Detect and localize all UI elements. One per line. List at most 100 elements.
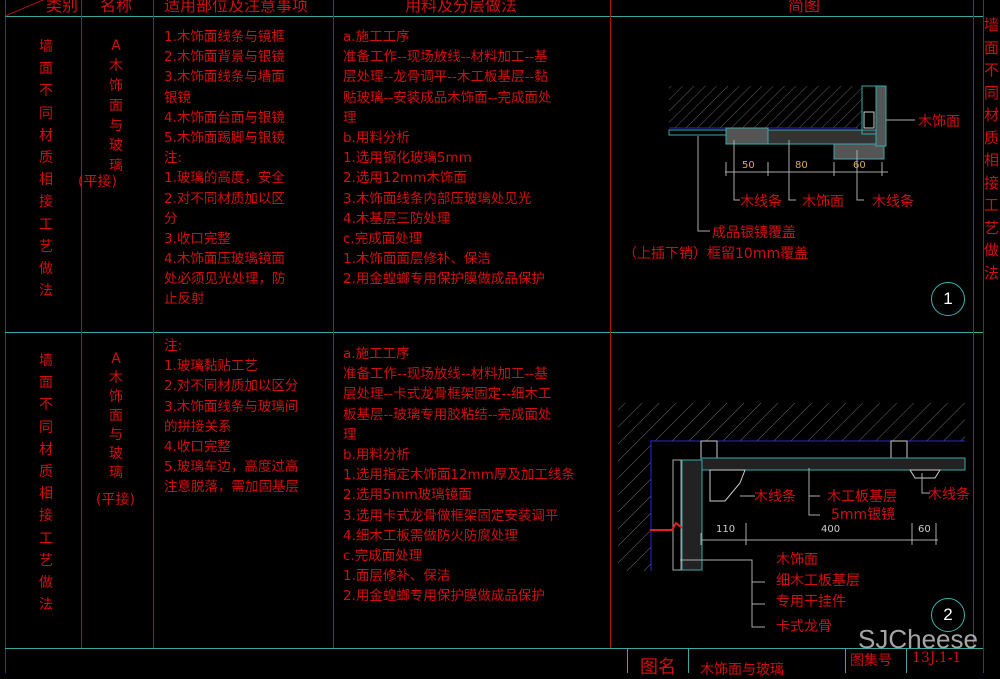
col-divider [81, 0, 82, 648]
title-block-divider [845, 648, 846, 673]
usage-line: 分 [164, 210, 178, 227]
method-line: 2.用金蝗螂专用保护膜做成品保护 [343, 588, 545, 605]
method-line: 准备工作--现场放线--材料加工--基 [343, 49, 548, 66]
label-wood-strip-right: 木线条 [928, 487, 970, 503]
col-divider [973, 0, 974, 648]
label-hanger: 专用干挂件 [776, 594, 846, 610]
row1-method: a.施工工序 准备工作--现场放线--材料加工--基 层处理--龙骨调平--木工… [343, 27, 552, 289]
row1-name-suffix: (平接) [78, 174, 117, 190]
watermark: SJCheese [858, 624, 978, 654]
method-line: 层处理--龙骨调平--木工板基层--黏 [343, 69, 548, 86]
usage-line: 2.木饰面背景与银镜 [164, 49, 285, 66]
usage-line: 4.木饰面台面与银镜 [164, 109, 285, 126]
usage-line: 1.玻璃的高度，安全 [164, 170, 285, 187]
row1-name: A 木 饰 面 与 玻 璃 [106, 36, 126, 176]
dim-110: 110 [716, 524, 736, 535]
usage-line: 银镜 [164, 89, 191, 106]
method-line: 准备工作--现场放线--材料加工--基 [343, 366, 548, 383]
usage-line: 1.玻璃黏贴工艺 [164, 358, 258, 375]
method-line: 理 [343, 426, 357, 443]
method-line: a.施工工序 [343, 346, 410, 362]
method-line: 3.木饰面线条内部压玻璃处见光 [343, 190, 532, 207]
row2-method: a.施工工序 准备工作--现场放线--材料加工--基 层处理--卡式龙骨框架固定… [343, 344, 575, 606]
usage-line: 5.玻璃车边，高度过高 [164, 459, 299, 476]
dim-60b: 60 [918, 524, 931, 535]
usage-line: 3.木饰面线条与墙面 [164, 69, 285, 86]
title-block-divider [906, 648, 907, 673]
sketch-number-1: 1 [931, 282, 965, 316]
method-line: 理 [343, 109, 357, 126]
col-divider [333, 0, 334, 648]
label-keel: 卡式龙骨 [776, 619, 832, 635]
label-wood-face-2: 木饰面 [776, 552, 818, 568]
method-line: 3.选用卡式龙骨做框架固定安装调平 [343, 507, 559, 524]
table-bottom [5, 648, 983, 649]
side-title: 墙面不同材质相接工艺做法 [983, 16, 999, 282]
method-line: 板基层--玻璃专用胶粘结--完成面处 [343, 406, 552, 423]
usage-line: 2.对不同材质加以区分 [164, 378, 299, 395]
usage-line: 1.木饰面线条与镜框 [164, 29, 285, 45]
col-divider [610, 0, 611, 648]
method-line: b.用料分析 [343, 129, 410, 146]
method-line: 4.细木工板需做防火防腐处理 [343, 527, 518, 544]
method-line: c.完成面处理 [343, 547, 423, 564]
name-line: A [111, 38, 121, 54]
label-board-base: 木工板基层 [827, 489, 897, 505]
row1-usage: 1.木饰面线条与镜框 2.木饰面背景与银镜 3.木饰面线条与墙面 银镜 4.木饰… [164, 27, 286, 310]
header-method: 用料及分层做法 [405, 0, 518, 15]
sketch-1-drawing [668, 85, 915, 232]
header-divider [5, 16, 983, 17]
title-block-divider [688, 648, 689, 673]
atlas-no-label: 图集号 [850, 653, 892, 669]
name-line: 璃 [109, 158, 123, 174]
usage-line: 止反射 [164, 291, 205, 308]
method-line: a.施工工序 [343, 29, 410, 45]
title-block-divider [627, 648, 628, 673]
method-line: 1.选用钢化玻璃5mm [343, 150, 472, 167]
usage-line: 2.对不同材质加以区 [164, 190, 285, 207]
method-line: b.用料分析 [343, 446, 410, 463]
drawing-name: 木饰面与玻璃 [700, 662, 784, 678]
name-line: 木 [109, 58, 123, 74]
method-line: 贴玻璃--安装成品木饰面--完成面处 [343, 89, 552, 106]
method-line: 1.面层修补、保洁 [343, 568, 451, 585]
name-line: A [111, 351, 121, 367]
row2-name-suffix: (平接) [96, 492, 135, 508]
name-line: 面 [109, 408, 123, 424]
header-name: 名称 [100, 0, 133, 15]
row2-name: A 木 饰 面 与 玻 璃 [106, 350, 126, 483]
method-line: 4.木基层三防处理 [343, 210, 451, 227]
atlas-no: 13J.1-1 [912, 650, 962, 666]
name-line: 木 [109, 370, 123, 386]
drawing-name-label: 图名 [640, 657, 676, 678]
label-mirror-2: （上插下销）框留10mm覆盖 [623, 246, 809, 262]
usage-line: 注: [164, 150, 183, 167]
usage-line: 注: [164, 338, 183, 354]
header-usage: 适用部位及注意事项 [164, 0, 309, 15]
label-mirror-5mm: 5mm银镜 [831, 507, 896, 523]
label-wood-face-right: 木饰面 [918, 114, 960, 130]
method-line: 1.木饰面面层修补、保洁 [343, 251, 491, 268]
method-line: 2.用金蝗螂专用保护膜做成品保护 [343, 271, 545, 288]
name-line: 玻 [109, 138, 123, 154]
usage-line: 4.收口完整 [164, 438, 231, 455]
row2-category: 墙面不同材质相接工艺做法 [39, 353, 53, 614]
name-line: 与 [109, 427, 123, 443]
name-line: 饰 [109, 389, 123, 405]
row-divider [5, 332, 983, 333]
usage-line: 3.木饰面线条与玻璃间 [164, 398, 299, 415]
usage-line: 的拼接关系 [164, 418, 232, 435]
left-border [5, 0, 6, 673]
header-diagonal [5, 0, 44, 17]
method-line: 2.选用12mm木饰面 [343, 170, 467, 187]
row1-category: 墙面不同材质相接工艺做法 [39, 39, 53, 300]
col-divider [153, 0, 154, 648]
method-line: 1.选用指定木饰面12mm厚及加工线条 [343, 467, 575, 484]
name-line: 玻 [109, 446, 123, 462]
header-category: 类别 [46, 0, 79, 15]
method-line: 2.选用5mm玻璃镜面 [343, 487, 472, 504]
dim-50: 50 [742, 160, 755, 171]
header-sketch: 简图 [788, 0, 821, 15]
right-border [983, 0, 984, 673]
dim-80: 80 [795, 160, 808, 171]
